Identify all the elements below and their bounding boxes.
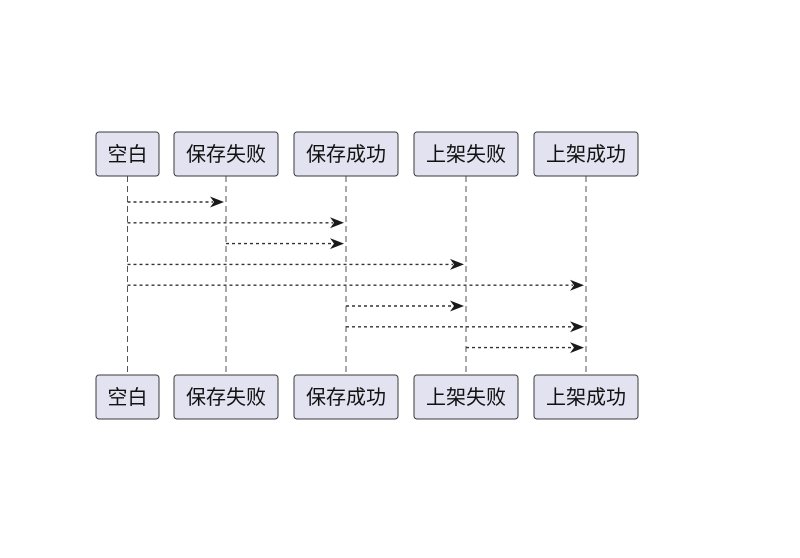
message-arrow [127, 217, 344, 229]
message-arrow [127, 279, 584, 291]
participant-bottom-publish_failed: 上架失败 [413, 374, 519, 420]
message-arrow [346, 321, 584, 333]
participant-top-publish_failed: 上架失败 [413, 131, 519, 177]
participant-bottom-blank: 空白 [95, 374, 160, 420]
participant-label: 上架失败 [426, 385, 506, 409]
participant-label: 保存失败 [186, 385, 266, 409]
message-arrow [466, 342, 584, 354]
arrowhead-icon [210, 196, 224, 208]
participant-box [533, 131, 639, 177]
participant-box [533, 374, 639, 420]
arrowhead-icon [450, 300, 464, 312]
participant-label: 保存成功 [306, 385, 386, 409]
arrowhead-icon [570, 279, 584, 291]
participant-box [413, 374, 519, 420]
participant-top-save_success: 保存成功 [293, 131, 399, 177]
participant-bottom-save_success: 保存成功 [293, 374, 399, 420]
participants-top: 空白 保存失败 保存成功 上架失败 上架成功 [95, 131, 639, 177]
participant-box [95, 374, 160, 420]
participant-top-publish_success: 上架成功 [533, 131, 639, 177]
arrowhead-icon [450, 258, 464, 270]
participant-top-blank: 空白 [95, 131, 160, 177]
arrowhead-icon [570, 342, 584, 354]
participant-box [293, 374, 399, 420]
participant-box [413, 131, 519, 177]
message-arrow [346, 300, 464, 312]
participants-bottom: 空白 保存失败 保存成功 上架失败 上架成功 [95, 374, 639, 420]
arrowhead-icon [330, 217, 344, 229]
participant-label: 上架失败 [426, 142, 506, 166]
participant-label: 上架成功 [546, 385, 626, 409]
messages [127, 196, 584, 354]
message-arrow [226, 238, 344, 250]
arrowhead-icon [570, 321, 584, 333]
message-arrow [127, 258, 464, 270]
participant-label: 空白 [108, 385, 148, 409]
participant-top-save_failed: 保存失败 [173, 131, 279, 177]
message-arrow [127, 196, 224, 208]
participant-bottom-publish_success: 上架成功 [533, 374, 639, 420]
arrowhead-icon [330, 238, 344, 250]
participant-bottom-save_failed: 保存失败 [173, 374, 279, 420]
participant-label: 空白 [108, 142, 148, 166]
participant-box [173, 374, 279, 420]
participant-box [293, 131, 399, 177]
participant-box [95, 131, 160, 177]
lifelines [127, 176, 587, 375]
participant-label: 保存成功 [306, 142, 386, 166]
participant-box [173, 131, 279, 177]
participant-label: 保存失败 [186, 142, 266, 166]
participant-label: 上架成功 [546, 142, 626, 166]
